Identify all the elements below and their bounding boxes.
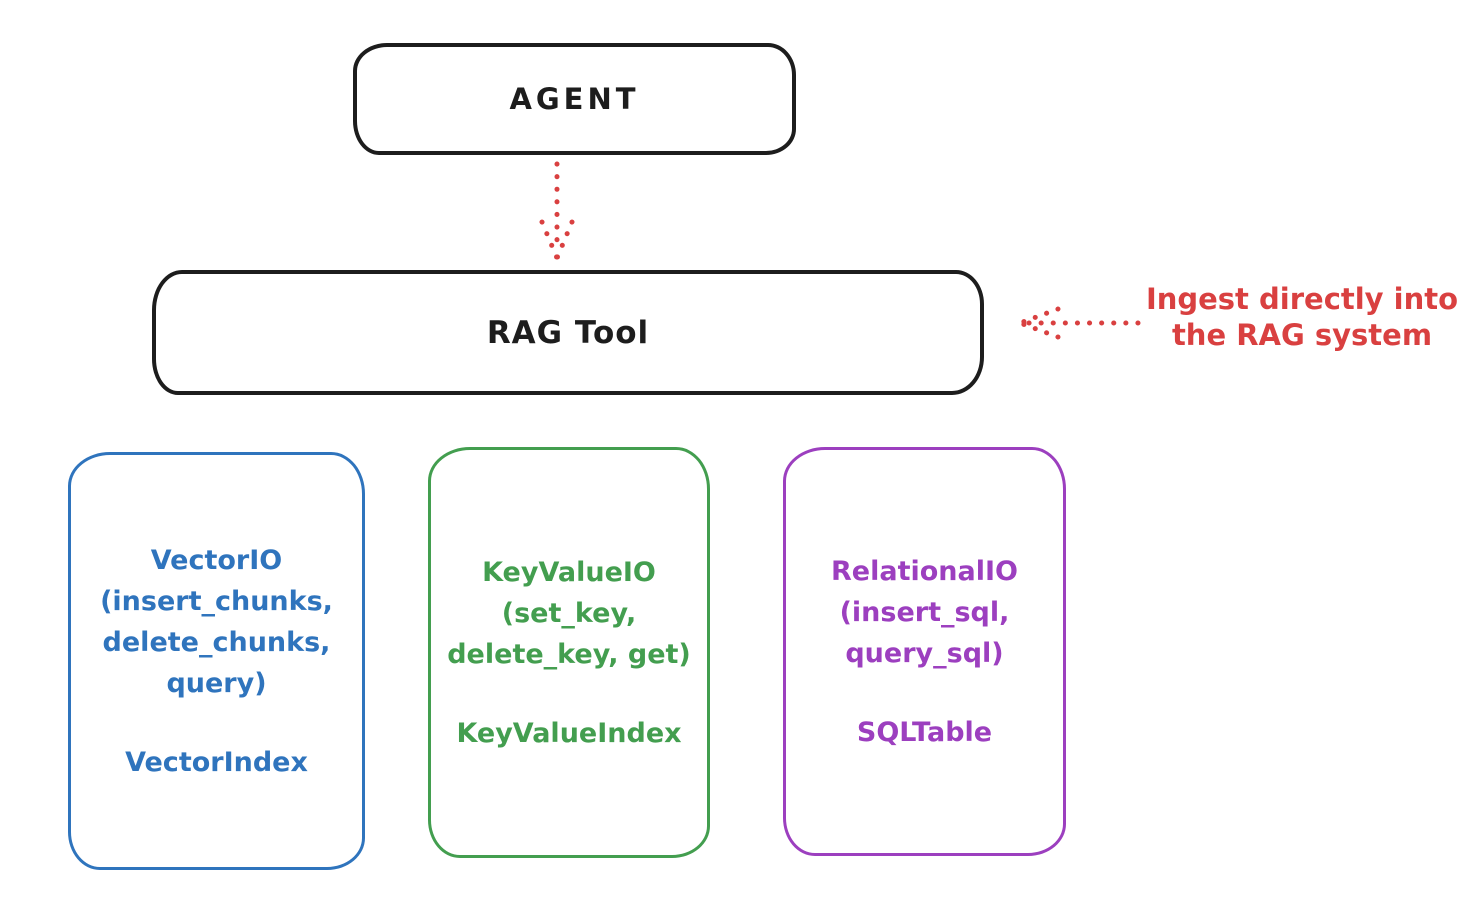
vector-index-label: VectorIndex	[125, 746, 308, 778]
agent-node-label: AGENT	[509, 82, 640, 116]
rag-tool-node: RAG Tool	[152, 270, 984, 395]
keyvalue-index-label: KeyValueIndex	[456, 717, 682, 749]
keyvalue-io-box: KeyValueIO (set_key, delete_key, get) Ke…	[428, 447, 710, 858]
sql-table-label: SQLTable	[856, 716, 993, 748]
keyvalue-io-methods-label: KeyValueIO (set_key, delete_key, get)	[447, 556, 691, 670]
relational-io-methods-label: RelationalIO (insert_sql, query_sql)	[831, 555, 1018, 669]
rag-tool-node-label: RAG Tool	[486, 314, 650, 351]
vector-io-methods-label: VectorIO (insert_chunks, delete_chunks, …	[100, 544, 333, 699]
ingest-annotation: Ingest directly into the RAG system	[1145, 282, 1459, 352]
relational-io-box: RelationalIO (insert_sql, query_sql) SQL…	[783, 447, 1066, 856]
agent-to-rag-arrow	[539, 161, 575, 261]
vector-io-box: VectorIO (insert_chunks, delete_chunks, …	[68, 452, 365, 870]
agent-node: AGENT	[353, 43, 796, 155]
ingest-arrow	[1017, 306, 1141, 340]
